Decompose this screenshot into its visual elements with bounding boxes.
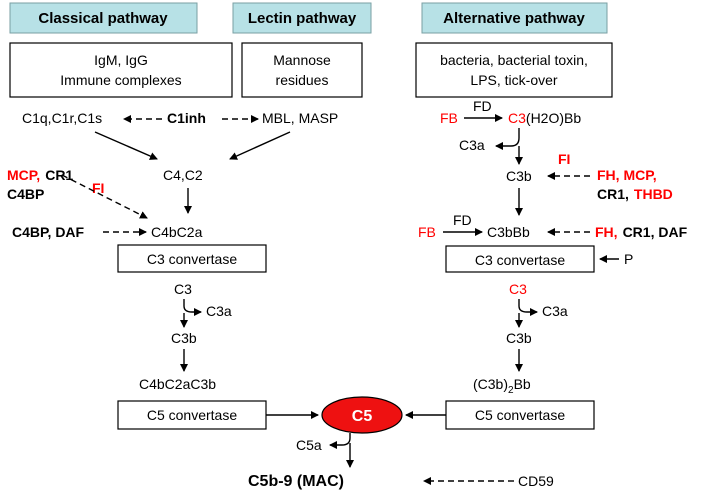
cr1-label: CR1 — [45, 167, 73, 183]
header-alternative-label: Alternative pathway — [443, 10, 585, 27]
activator-alternative-line1: bacteria, bacterial toxin, — [440, 52, 588, 68]
c3-h2o-bb-label: C3(H2O)Bb — [508, 110, 581, 126]
alt-c3h2o-to-c3a-arrow — [495, 128, 520, 150]
c5-to-c5a-arrow — [329, 433, 351, 449]
activator-lectin-box: Mannose residues — [241, 42, 363, 98]
cd59-label: CD59 — [518, 473, 554, 489]
c4bp-label: C4BP — [7, 186, 44, 202]
alternative-c5-convertase-label: C5 convertase — [475, 407, 565, 423]
mbl-masp-label: MBL, MASP — [262, 110, 338, 126]
c3b2-tail: Bb — [514, 376, 531, 392]
alt-c3b-label: C3b — [506, 330, 532, 346]
alternative-c3-convertase-box: C3 convertase — [445, 245, 595, 273]
header-lectin-label: Lectin pathway — [248, 10, 357, 27]
classical-c3-convertase-label: C3 convertase — [147, 251, 237, 267]
alt-fd-mid-label: FD — [453, 212, 472, 228]
alt-c3b-top-label: C3b — [506, 168, 532, 184]
mcp-label: MCP, — [7, 167, 40, 183]
activator-classical-line1: IgM, IgG — [94, 52, 148, 68]
c1-complex-label: C1q,C1r,C1s — [22, 110, 102, 126]
classical-c5-convertase-label: C5 convertase — [147, 407, 237, 423]
mcp-to-c4bc2a-dashed-arrow — [61, 174, 148, 219]
header-alternative: Alternative pathway — [421, 2, 608, 34]
fh-cr1-daf-label: FH, CR1, DAF — [595, 224, 688, 240]
alt-cr1-label: CR1, — [597, 186, 629, 202]
cr1-thbd-label: CR1, THBD — [597, 186, 673, 202]
activator-alternative-box: bacteria, bacterial toxin, LPS, tick-ove… — [415, 42, 613, 98]
classical-c3-label: C3 — [174, 281, 192, 297]
activator-classical-line2: Immune complexes — [60, 72, 181, 88]
c3b2bb-label: (C3b)2Bb — [473, 376, 531, 396]
alternative-c3-convertase-label: C3 convertase — [475, 252, 565, 268]
classical-c3-convertase-box: C3 convertase — [117, 244, 267, 273]
header-classical-label: Classical pathway — [38, 10, 168, 27]
thbd-label: THBD — [634, 186, 673, 202]
c4bp-daf-label: C4BP, DAF — [12, 224, 85, 240]
header-classical: Classical pathway — [9, 2, 198, 34]
c5-node: C5 — [321, 396, 403, 434]
c4bc2ac3b-label: C4bC2aC3b — [139, 376, 216, 392]
fh-mcp-label: FH, MCP, — [597, 167, 657, 183]
c3b2-main: (C3b) — [473, 376, 508, 392]
alt-fd-top-label: FD — [473, 98, 492, 114]
alt-c3a-top-label: C3a — [459, 137, 485, 153]
activator-lectin-line1: Mannose — [273, 52, 331, 68]
activator-classical-box: IgM, IgG Immune complexes — [9, 42, 233, 98]
c3b2-sub: 2 — [508, 385, 514, 396]
classical-c3a-label: C3a — [206, 303, 232, 319]
classical-c3b-label: C3b — [171, 330, 197, 346]
c4c2-label: C4,C2 — [163, 167, 203, 183]
alternative-c5-convertase-box: C5 convertase — [445, 400, 595, 430]
classical-fi-label: FI — [92, 180, 104, 196]
c3bbb-label: C3bBb — [487, 224, 530, 240]
alt-fb-top-label: FB — [440, 110, 458, 126]
mbl-to-c4c2-arrow — [229, 131, 291, 160]
h2o-bb-label: (H2O)Bb — [526, 110, 581, 126]
mac-label: C5b-9 (MAC) — [248, 473, 344, 490]
alt-c3a-label: C3a — [542, 303, 568, 319]
activator-lectin-line2: residues — [276, 72, 329, 88]
c1inh-label: C1inh — [167, 110, 206, 126]
classical-c3-to-c3a-arrow — [183, 299, 202, 316]
c5-label: C5 — [352, 408, 373, 425]
activator-alternative-line2: LPS, tick-over — [470, 72, 557, 88]
alt-fh-label: FH, — [595, 224, 618, 240]
c5a-label: C5a — [296, 437, 322, 453]
alt-cr1-daf-label: CR1, DAF — [623, 224, 688, 240]
c1-to-c4c2-arrow — [94, 131, 158, 160]
classical-c5-convertase-box: C5 convertase — [117, 400, 267, 430]
alt-c3-to-c3a-arrow — [518, 299, 538, 316]
properdin-label: P — [624, 251, 633, 267]
c4bc2a-label: C4bC2a — [151, 224, 203, 240]
mcp-cr1-regulator-label: MCP, CR1 — [7, 167, 73, 183]
alt-fb-mid-label: FB — [418, 224, 436, 240]
alt-c3-red-label: C3 — [508, 110, 526, 126]
alt-fi-label: FI — [558, 151, 570, 167]
header-lectin: Lectin pathway — [232, 2, 372, 34]
alt-c3-label: C3 — [509, 281, 527, 297]
